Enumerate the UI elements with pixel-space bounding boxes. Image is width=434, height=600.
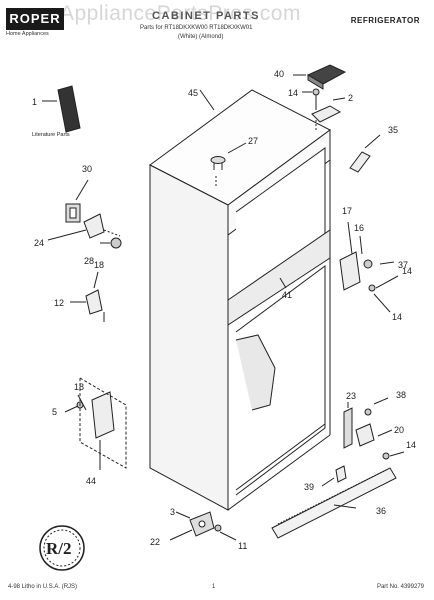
callout-12: 12 — [54, 298, 64, 308]
footer-page-number: 1 — [212, 584, 216, 590]
callout-20: 20 — [394, 425, 404, 435]
brand-subtitle: Home Appliances — [6, 31, 49, 37]
callout-30: 30 — [82, 164, 92, 174]
parts-for-line: Parts for RT18DKXKW00 RT18DKXKW01 — [140, 25, 253, 31]
callout-41: 41 — [282, 290, 292, 300]
color-variants: (White) (Almond) — [178, 34, 224, 40]
callout-3: 3 — [170, 507, 175, 517]
callout-17: 17 — [342, 206, 352, 216]
callout-14-bottom: 14 — [406, 440, 416, 450]
callout-2: 2 — [348, 93, 353, 103]
badge-label: R/2 — [46, 539, 72, 558]
literature-parts-label: Literature Parts — [32, 132, 70, 138]
callout-36: 36 — [376, 506, 386, 516]
crossbar-leader — [279, 277, 287, 289]
handle-part-35 — [349, 134, 381, 173]
footer-part-number: Part No. 4399279 — [376, 584, 424, 590]
callout-39: 39 — [304, 482, 314, 492]
callout-27: 27 — [248, 136, 258, 146]
revision-badge — [39, 525, 85, 571]
callout-35: 35 — [388, 125, 398, 135]
cam-part-12 — [70, 271, 105, 322]
callout-38: 38 — [396, 390, 406, 400]
bottom-hinge-part-20 — [343, 397, 405, 460]
cabinet-leader — [199, 89, 215, 111]
hinge-cover-part-40 — [293, 64, 347, 90]
callout-16: 16 — [354, 223, 364, 233]
callout-37: 37 — [398, 260, 408, 270]
toe-grille-part-36 — [271, 465, 397, 539]
callout-18-lower: 18 — [74, 382, 84, 392]
center-hinge-part-16 — [339, 221, 399, 313]
callout-40: 40 — [274, 69, 284, 79]
callout-18-upper: 18 — [94, 260, 104, 270]
lower-hinge-part-5 — [64, 377, 127, 470]
callout-28: 28 — [84, 256, 94, 266]
callout-14-lower: 14 — [392, 312, 402, 322]
brand-logo: ROPER — [6, 8, 64, 30]
callout-22: 22 — [150, 537, 160, 547]
callout-23: 23 — [346, 391, 356, 401]
callout-5: 5 — [52, 407, 57, 417]
cabinet-body — [149, 89, 331, 511]
footer-litho: 4-98 Litho in U.S.A. (RJS) — [8, 584, 78, 590]
category-label: REFRIGERATOR — [350, 16, 420, 25]
callout-1: 1 — [32, 97, 37, 107]
callout-24: 24 — [34, 238, 44, 248]
callout-11: 11 — [238, 541, 247, 551]
top-plug-part-27 — [210, 142, 247, 186]
callout-44: 44 — [86, 476, 96, 486]
section-title: CABINET PARTS — [152, 10, 260, 22]
literature-booklet-part-1 — [42, 85, 81, 133]
callout-45: 45 — [188, 88, 198, 98]
hinge-assembly-part-30 — [47, 179, 122, 249]
callout-14-mid: 14 — [402, 266, 412, 276]
leveling-leg-part-3 — [169, 511, 237, 541]
callout-14-top: 14 — [288, 88, 298, 98]
top-hinge-part-2 — [302, 88, 346, 132]
